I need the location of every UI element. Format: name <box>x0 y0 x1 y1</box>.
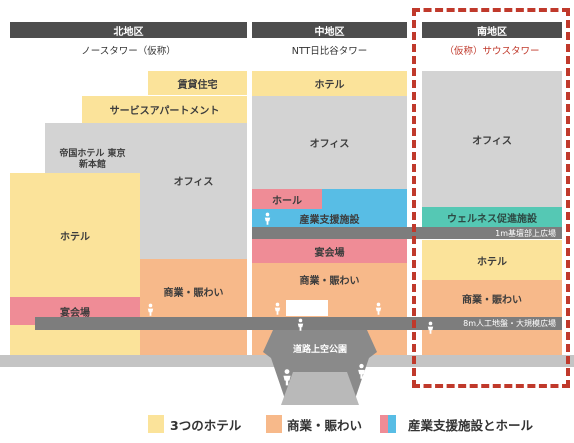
south-wellness: ウェルネス促進施設 <box>422 207 562 227</box>
imperial-hotel-line2: 新本館 <box>78 160 106 170</box>
legend-label-commerce: 商業・賑わい <box>287 417 363 433</box>
central-office: オフィス <box>252 96 407 189</box>
north-building-name: ノースタワー（仮称） <box>81 46 176 57</box>
person-icon <box>283 369 291 386</box>
north-office-tower <box>140 123 247 259</box>
road-park-label: 道路上空公園 <box>292 344 347 355</box>
legend-swatch-support <box>388 415 396 433</box>
north-district-header: 北地区 <box>10 22 247 38</box>
person-icon <box>297 318 304 331</box>
person-icon <box>375 302 382 315</box>
central-white-void <box>286 300 328 316</box>
legend-label-hotels: 3つのホテル <box>170 417 242 433</box>
north-commerce-label: 商業・賑わい <box>163 287 224 299</box>
person-icon <box>274 302 281 315</box>
podium-plaza-band: 1m基壇部上広場 <box>252 227 562 239</box>
central-commerce-label: 商業・賑わい <box>299 275 360 287</box>
south-district-highlight-frame <box>412 8 570 388</box>
central-hall: ホール <box>252 189 322 209</box>
person-icon <box>147 303 154 316</box>
legend-swatch-hotels <box>148 415 164 433</box>
road-park-road <box>281 372 359 405</box>
imperial-hotel-line1: 帝国ホテル 東京 <box>59 149 126 159</box>
legend-swatch-hall <box>380 415 388 433</box>
north-rental-housing: 賃貸住宅 <box>148 71 247 95</box>
road-park-shape <box>263 330 377 405</box>
north-hotel: ホテル <box>10 173 140 297</box>
south-commerce-label: 商業・賑わい <box>462 294 522 306</box>
person-icon <box>358 363 365 379</box>
person-icon <box>264 212 271 225</box>
central-blue-column <box>322 189 407 209</box>
central-district-header: 中地区 <box>252 22 407 38</box>
central-banquet: 宴会場 <box>252 239 407 263</box>
south-district-header: 南地区 <box>422 22 562 38</box>
south-hotel: ホテル <box>422 240 562 280</box>
north-office-label: オフィス <box>173 176 214 188</box>
legend-label-industry-hall: 産業支援施設とホール <box>408 417 534 433</box>
north-commerce <box>140 259 247 355</box>
central-industry-support: 産業支援施設 <box>252 209 407 227</box>
legend-swatch-commerce <box>266 415 282 433</box>
legend: 3つのホテル 商業・賑わい 産業支援施設とホール <box>0 412 574 436</box>
person-icon <box>427 321 434 334</box>
north-imperial-hotel-label: 帝国ホテル 東京 新本館 <box>45 145 140 175</box>
north-hotel-base <box>10 325 140 355</box>
north-serviced-apartment: サービスアパートメント <box>82 96 247 123</box>
south-office: オフィス <box>422 71 562 207</box>
central-building-name: NTT日比谷タワー <box>291 46 368 57</box>
central-hotel: ホテル <box>252 71 407 96</box>
south-building-name: （仮称）サウスタワー <box>444 46 540 57</box>
